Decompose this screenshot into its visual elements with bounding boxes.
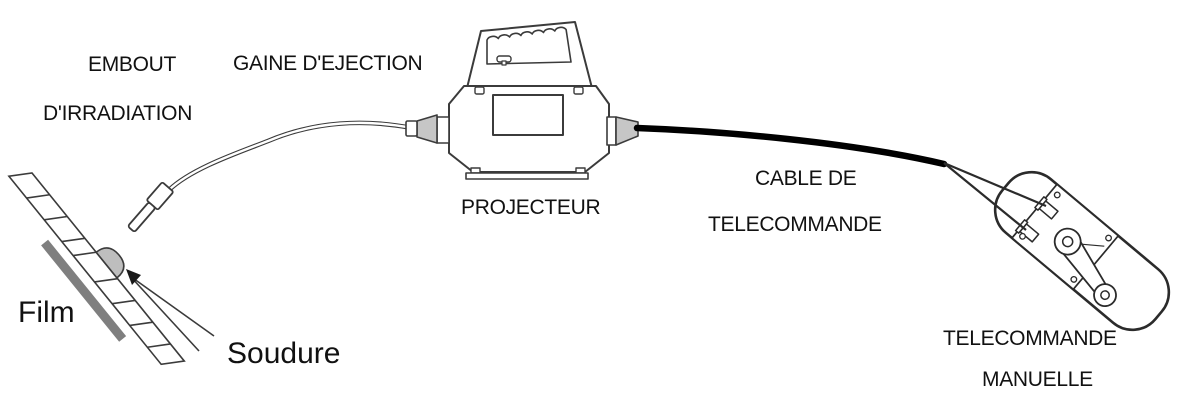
crank-handle-hole [1100,290,1110,301]
label-film: Film [18,296,75,329]
label-embout-line2: D'IRRADIATION [43,102,193,125]
manual-remote-drawing [993,170,1171,332]
ejection-sheath-tube [167,120,413,192]
projector-base-plate [465,172,589,180]
label-soudure: Soudure [227,337,341,370]
crank-pivot-hole [1061,235,1074,248]
pipe-weld-drawing [7,172,186,366]
label-gaine-ejection: GAINE D'EJECTION [233,52,423,75]
projector-screw-left [474,86,485,95]
label-telecommande-line2: MANUELLE [982,368,1093,391]
irradiation-tip-drawing [127,181,174,233]
weld-arrowhead-icon [126,269,141,285]
label-projecteur: PROJECTEUR [461,196,601,219]
pipe-wall-strip [7,172,186,366]
left-port-flange [436,116,450,144]
handle-clip-stem [501,60,507,66]
projector-handle-grip [486,26,572,65]
plate-screws [1019,191,1112,283]
right-port-flange [606,116,617,146]
cable-split-lines [943,161,1047,231]
projector-drawing [405,21,639,180]
remote-cable-drawing [633,124,948,168]
label-embout-line1: EMBOUT [88,53,177,76]
label-telecommande-line1: TELECOMMANDE [943,327,1117,350]
tip-rod [127,202,156,233]
film-strip [41,239,127,342]
weld-bead [95,247,125,280]
projector-label-window [492,94,564,136]
label-cable-line1: CABLE DE [755,167,857,190]
pipe-hatch-lines [26,193,171,349]
label-cable-line2: TELECOMMANDE [708,213,882,236]
projector-screw-right [573,86,584,95]
left-port-tip [405,120,418,137]
left-port-nozzle [416,114,438,144]
remote-cable-thick [633,124,948,168]
right-port-nozzle [615,116,639,146]
weld-arrow [126,269,215,352]
